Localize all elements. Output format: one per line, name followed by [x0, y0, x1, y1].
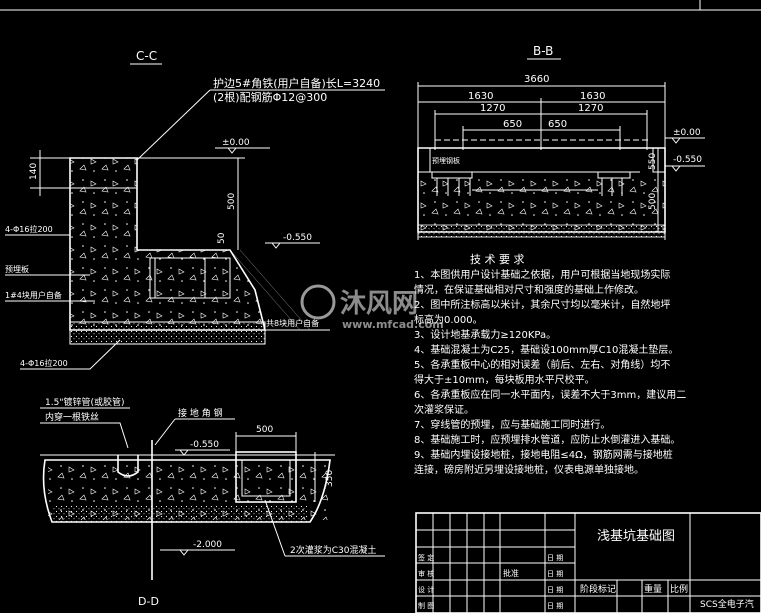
cc-elev-top: ±0.00	[222, 138, 250, 148]
dd-note-concrete: 2次灌浆为C30混凝土	[290, 544, 376, 556]
tb-date-label: 日 期	[547, 554, 563, 562]
dd-note-pipe2: 内穿一根铁丝	[45, 411, 99, 423]
tech-item: 5、各承重板中心的相对误差（前后、左右、对角线）均不	[414, 358, 670, 371]
tech-item: 8、基础施工时，应预埋排水管道，应防止水倒灌进入基础。	[414, 433, 680, 446]
tb-date-label: 日 期	[547, 586, 563, 594]
bb-dim-1270-left: 1270	[480, 103, 505, 114]
tech-item: 7、穿线管的预埋，应与基础施工同时进行。	[414, 418, 610, 431]
dd-note-pipe: 1.5"镀锌管(或胶管)	[45, 396, 124, 408]
tb-row-label: 制 图	[418, 601, 434, 610]
cc-rebar-1: 4-Φ16拉200	[5, 224, 53, 234]
cc-wall-fill	[70, 158, 137, 330]
tb-scale: 比例	[670, 583, 688, 595]
bb-dim-total: 3660	[524, 74, 549, 85]
tech-item: 连接，磅房附近另埋设接地桩，仪表电源单独接地。	[414, 463, 644, 476]
bb-dim-1270-right: 1270	[578, 103, 603, 114]
tb-drawing-name: 浅基坑基础图	[597, 529, 675, 544]
cc-embed-box	[149, 257, 231, 299]
bb-label-plate: 预埋钢板	[432, 156, 460, 165]
tb-row-label: 签 定	[418, 553, 434, 562]
section-cc: C-C 护边5#角铁(用户自备)长L=3240 (2根)配钢筋Φ12@300 ±…	[5, 49, 385, 370]
tb-weight: 重量	[644, 583, 662, 595]
tb-approval: 批准	[503, 568, 519, 578]
bb-dim-500: 500	[648, 193, 658, 210]
cc-label-angle: 共8块用户自备	[266, 318, 319, 328]
watermark-url: www.mfcad.com	[342, 318, 444, 331]
section-bb: B-B 3660 1630 1630 1270 1270 650 650 预埋钢…	[417, 44, 705, 240]
bb-plate-right	[597, 171, 631, 179]
bb-dim-550: 550	[648, 153, 658, 170]
section-dd: 1.5"镀锌管(或胶管) 内穿一根铁丝 接 地 角 钢 500 350 -0.5…	[40, 396, 385, 608]
cc-dim-500: 500	[227, 193, 237, 210]
tech-item: 9、基础内埋设接地桩，接地电阻≤4Ω，钢筋网需与接地桩	[414, 448, 673, 461]
cc-dim-50: 50	[217, 232, 227, 244]
tech-requirements: 技 术 要 求 1、本图供用户设计基础之依据，用户可根据当地现场实际 情况，在保…	[414, 253, 686, 476]
tech-item: 2、图中所注标高以米计，其余尺寸均以毫米计，自然地坪	[414, 298, 670, 311]
bb-elev-top: ±0.00	[673, 128, 701, 138]
dd-note-angle: 接 地 角 钢	[178, 407, 223, 419]
bb-elev-bottom: -0.550	[673, 155, 702, 165]
bb-dim-650-right: 650	[548, 119, 567, 130]
tb-row-label: 设 计	[418, 585, 434, 594]
title-block: 签 定审 核设 计制 图日 期日 期日 期日 期 批准 浅基坑基础图 阶段标记 …	[415, 512, 761, 613]
tech-item: 1、本图供用户设计基础之依据，用户可根据当地现场实际	[414, 268, 670, 281]
dd-dim-500: 500	[256, 425, 273, 435]
tech-item: 次灌浆保证。	[414, 403, 474, 416]
cc-label-plate: 预埋板	[5, 264, 29, 274]
cc-note-line2: (2根)配钢筋Φ12@300	[213, 90, 327, 104]
bb-plate-left	[431, 171, 473, 179]
bb-dim-half-right: 1630	[580, 91, 605, 102]
section-dd-title: D-D	[138, 595, 159, 608]
cc-dim-140: 140	[29, 163, 39, 180]
tb-date-label: 日 期	[547, 602, 563, 610]
tech-item: 情况，在保证基础相对尺寸和强度的基础上作修改。	[414, 283, 644, 296]
tb-company: SCS全电子汽	[700, 598, 754, 610]
tech-item: 6、各承重板应在同一水平面内，误差不大于3mm，建议用二	[414, 388, 686, 401]
cc-rebar-2: 4-Φ16拉200	[20, 358, 68, 368]
tech-item: 3、设计地基承载力≥120KPa。	[414, 328, 556, 341]
cc-footing-pad	[69, 321, 266, 345]
tb-row-label: 审 核	[418, 569, 434, 578]
bb-dim-650-left: 650	[503, 119, 522, 130]
watermark-logo-icon	[300, 284, 336, 320]
watermark: 沐风网 www.mfcad.com	[300, 284, 444, 331]
dd-elev-mid: -0.550	[190, 440, 219, 450]
tech-heading: 技 术 要 求	[470, 253, 525, 266]
tech-item: 得大于±10mm，每块板用水平尺校平。	[414, 373, 595, 386]
bb-dim-half-left: 1630	[468, 91, 493, 102]
section-cc-title: C-C	[136, 49, 157, 63]
tech-item: 标高为0.000。	[414, 313, 483, 326]
tb-stage-mark: 阶段标记	[580, 583, 616, 595]
cc-elev-bottom: -0.550	[283, 233, 312, 243]
cc-label-bolt: 1#4块用户自备	[5, 290, 62, 300]
dd-elev-low: -2.000	[193, 540, 222, 550]
tech-item: 4、基础混凝土为C25，基础设100mm厚C10混凝土垫层。	[414, 343, 678, 356]
cc-note-line1: 护边5#角铁(用户自备)长L=3240	[213, 76, 380, 90]
section-bb-title: B-B	[533, 44, 553, 58]
watermark-brand: 沐风网	[340, 289, 418, 319]
dd-dim-350: 350	[325, 470, 335, 487]
tb-date-label: 日 期	[547, 570, 563, 578]
